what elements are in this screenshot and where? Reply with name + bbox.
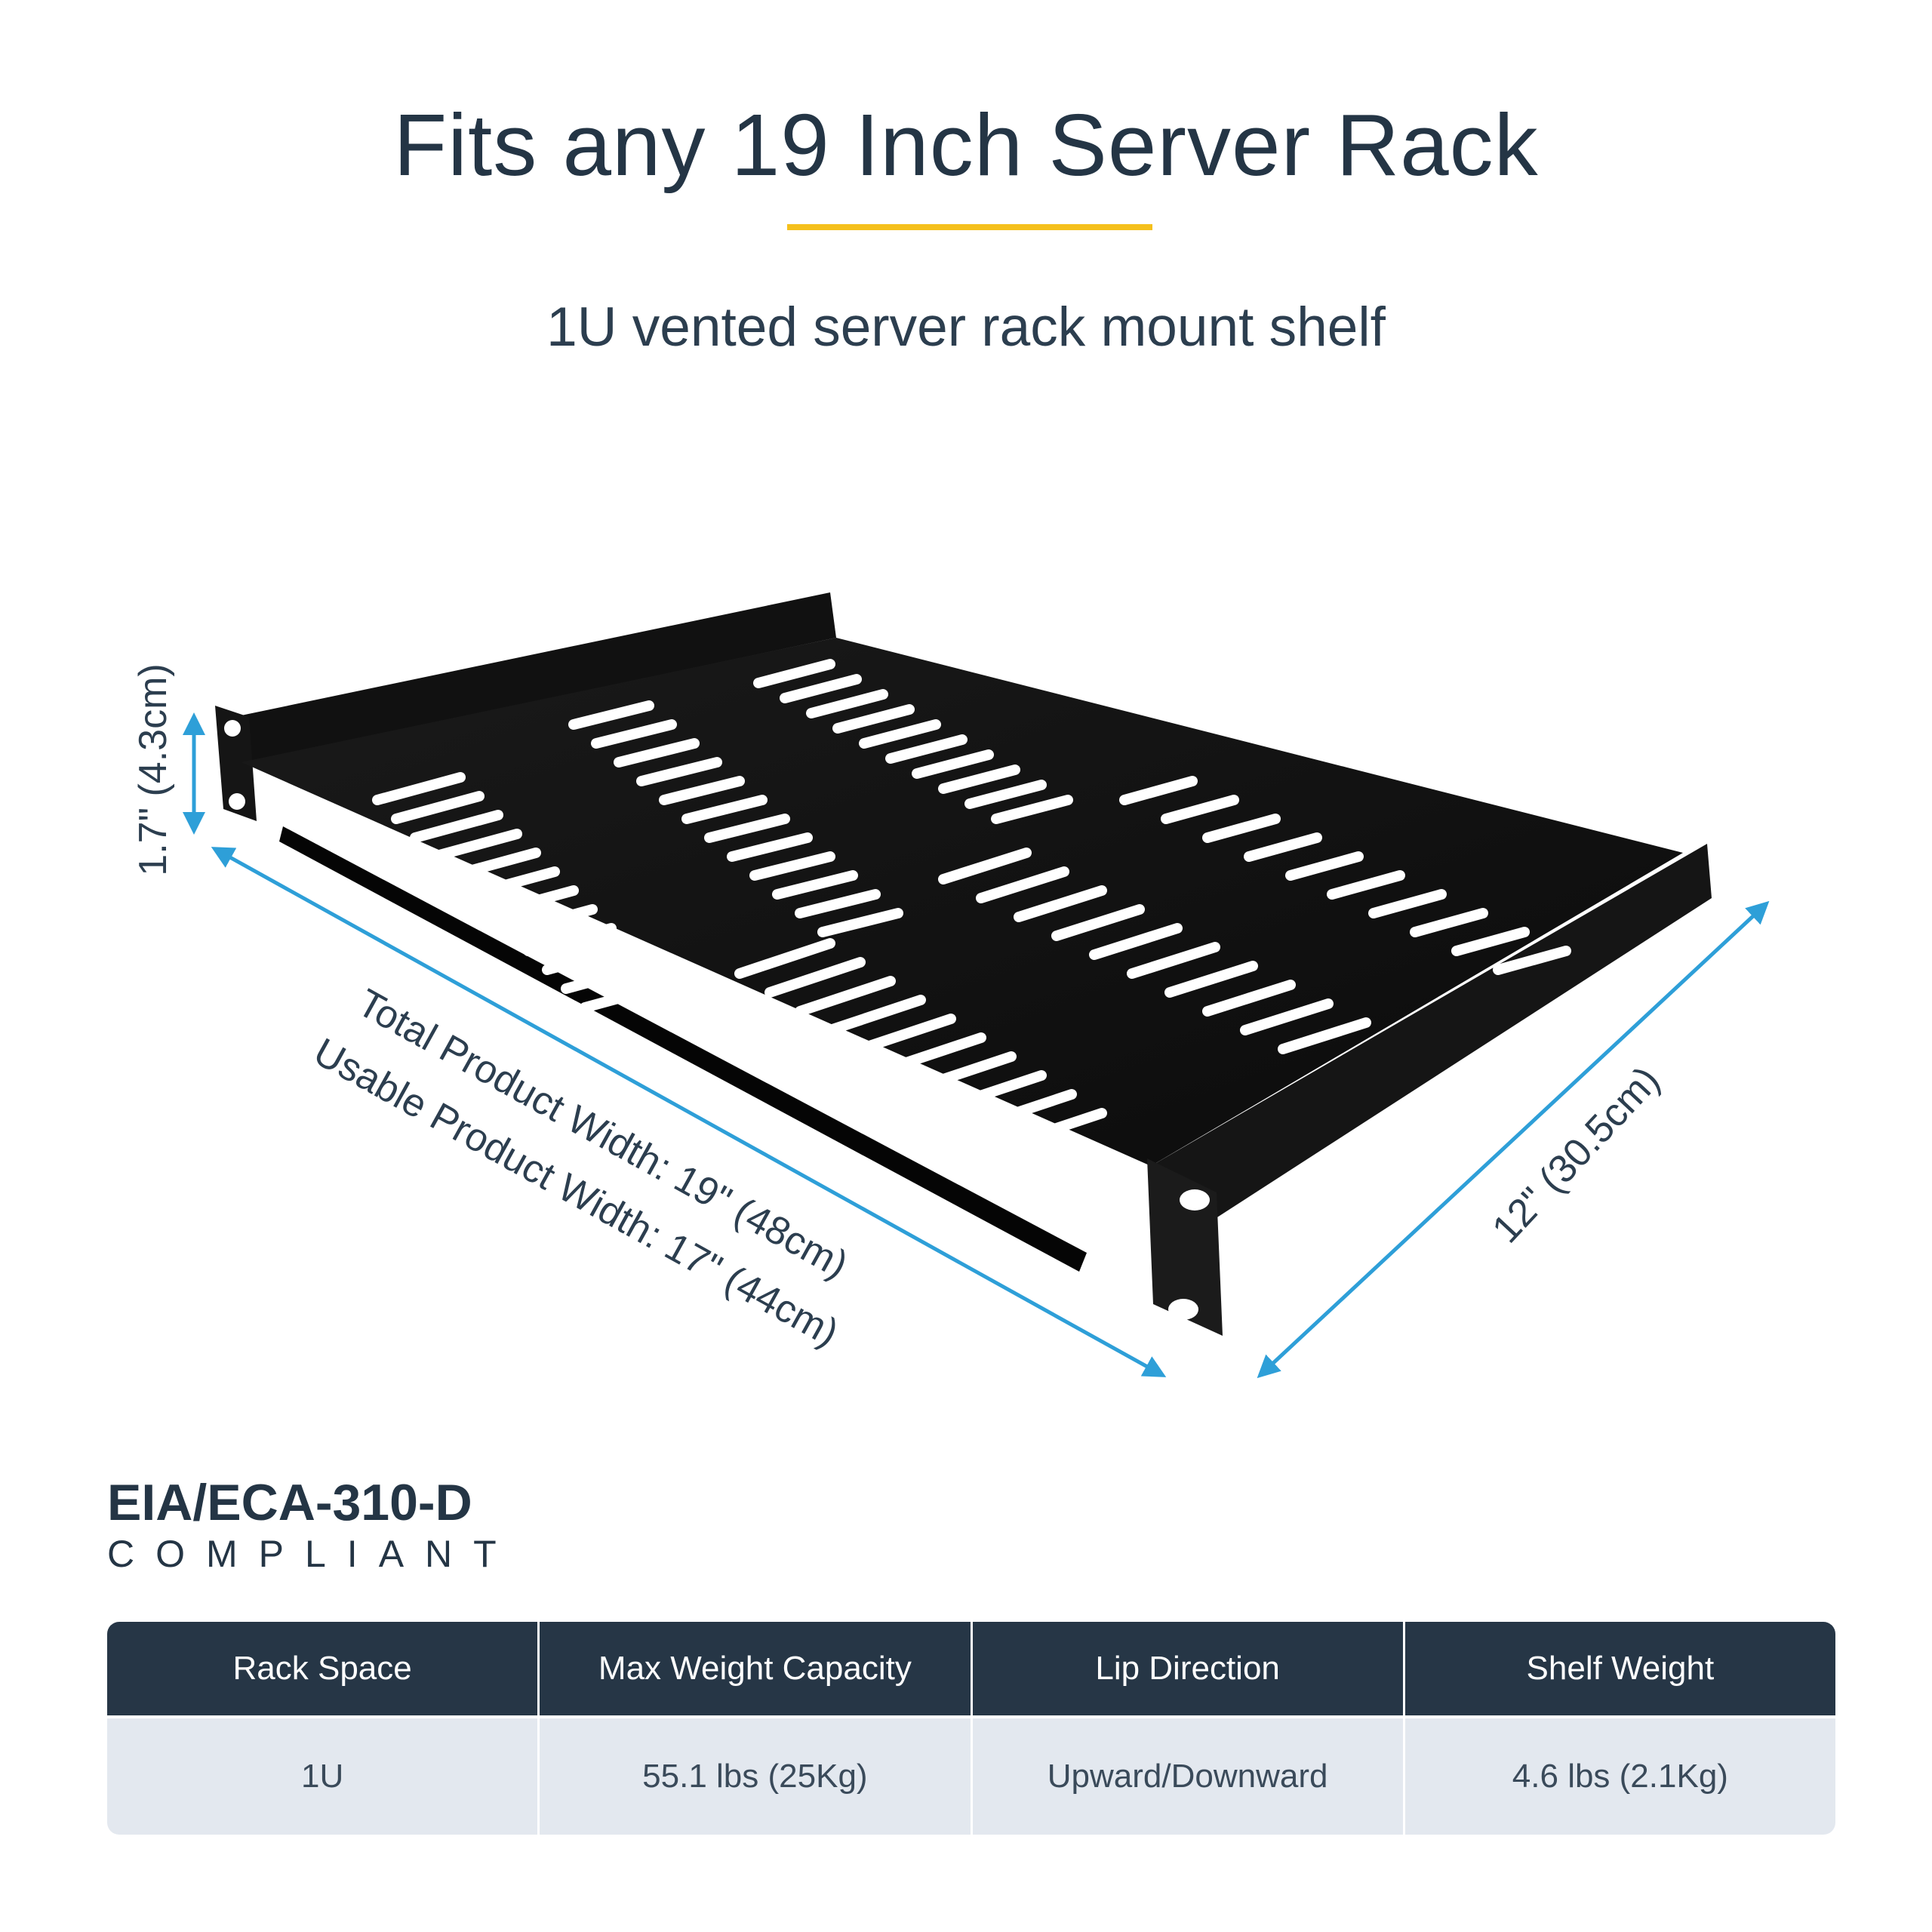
value-shelf-weight: 4.6 lbs (2.1Kg) bbox=[1512, 1758, 1728, 1795]
header-max-weight: Max Weight Capacity bbox=[540, 1622, 973, 1715]
standard-name: EIA/ECA-310-D bbox=[107, 1474, 472, 1531]
spec-table-header: Rack Space Max Weight Capacity Lip Direc… bbox=[107, 1622, 1835, 1715]
value-lip-direction: Upward/Downward bbox=[973, 1718, 1405, 1835]
title-underline bbox=[787, 224, 1152, 230]
spec-table-row: 1U 55.1 lbs (25Kg) Upward/Downward 4.6 l… bbox=[107, 1718, 1835, 1835]
depth-arrow bbox=[1257, 900, 1770, 1379]
value-rack-space: 1U bbox=[107, 1718, 540, 1835]
shelf-dimension-figure: 1.7" (4.3cm) Total Product Width: 19" (4… bbox=[131, 592, 1770, 1379]
page-subtitle: 1U vented server rack mount shelf bbox=[546, 297, 1386, 358]
value-max-weight: 55.1 lbs (25Kg) bbox=[540, 1718, 973, 1835]
spec-table: Rack Space Max Weight Capacity Lip Direc… bbox=[107, 1622, 1835, 1835]
usable-width-label: Usable Product Width: 17" (44cm) bbox=[306, 1030, 845, 1355]
header-shelf-weight: Shelf Weight bbox=[1526, 1650, 1715, 1687]
page-title: Fits any 19 Inch Server Rack bbox=[393, 96, 1539, 194]
vent-slots-back-right bbox=[753, 659, 1073, 824]
standard-label: COMPLIANT bbox=[107, 1533, 518, 1575]
height-label: 1.7" (4.3cm) bbox=[131, 663, 175, 875]
header-rack-space: Rack Space bbox=[107, 1622, 540, 1715]
width-arrow bbox=[211, 847, 1167, 1377]
header-lip-direction: Lip Direction bbox=[973, 1622, 1405, 1715]
dimension-arrows bbox=[183, 712, 1770, 1379]
depth-label: 12" (30.5cm) bbox=[1484, 1058, 1668, 1251]
